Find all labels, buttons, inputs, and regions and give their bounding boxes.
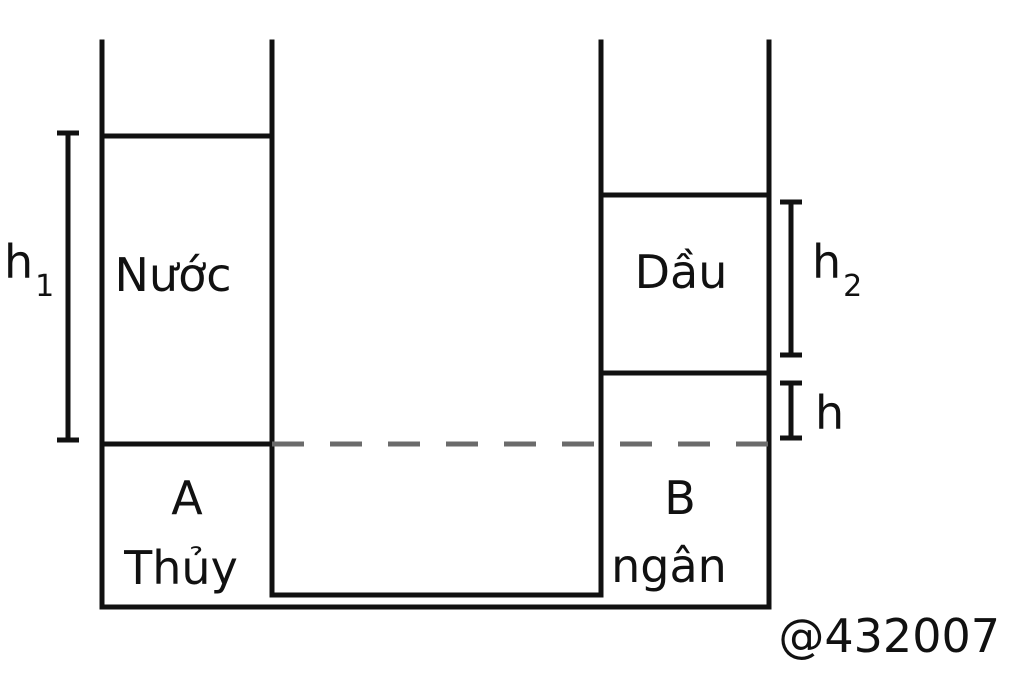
h2-label-sub: 2 xyxy=(843,269,862,304)
h2-label: h2 xyxy=(812,235,862,304)
u-tube-outer-wall xyxy=(99,39,772,610)
mercury-left-label: Thủy xyxy=(123,541,238,595)
oil-label: Dầu xyxy=(635,245,728,299)
h1-label-sub: 1 xyxy=(35,269,54,304)
mercury-right-label: ngân xyxy=(611,539,727,593)
point-a-label: A xyxy=(171,471,203,525)
water-label: Nước xyxy=(115,248,232,302)
u-tube-inner-wall xyxy=(269,39,604,598)
h1-label-base: h xyxy=(4,235,33,289)
h2-label-base: h xyxy=(812,235,841,289)
h-dimension-marker xyxy=(780,380,802,441)
dimension-markers xyxy=(57,130,802,443)
point-b-label: B xyxy=(664,471,696,525)
watermark-text: @432007 xyxy=(778,609,1000,663)
u-tube-walls xyxy=(99,39,772,610)
interface-lines xyxy=(102,133,769,447)
h1-dimension-marker xyxy=(57,130,79,443)
h-label: h xyxy=(815,386,844,440)
h1-label: h1 xyxy=(4,235,54,304)
h2-dimension-marker xyxy=(780,199,802,358)
